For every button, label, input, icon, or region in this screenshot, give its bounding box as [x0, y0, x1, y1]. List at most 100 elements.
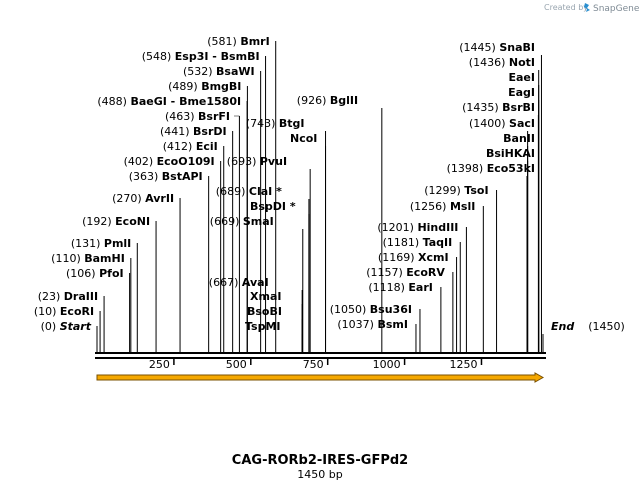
site-position: (463) [165, 110, 198, 123]
site-right-8-tsoi: (1299) TsoI [424, 184, 488, 197]
site-label-bglii: (926) BglII [297, 94, 358, 107]
site-label-tspmi: TspMI [245, 320, 281, 333]
site-name: SacI [509, 117, 535, 130]
site-position: (363) [129, 170, 162, 183]
site-label-ncoi: NcoI [290, 132, 317, 145]
tick-label-1250: 1250 [449, 358, 477, 371]
site-left-9-ecoo109i: (402) EcoO109I [124, 155, 215, 168]
site-name: BsaWI [216, 65, 255, 78]
site-name: XmaI [250, 290, 281, 303]
site-label-bsrbi: (1435) BsrBI [462, 101, 535, 114]
site-position: (1445) [459, 41, 499, 54]
site-label-bsrfi: (463) BsrFI [165, 110, 230, 123]
site-left-5-pmli: (131) PmlI [71, 237, 131, 250]
site-position: (441) [160, 125, 193, 138]
site-label-banii: BanII [503, 132, 535, 145]
site-label-pmli: (131) PmlI [71, 237, 131, 250]
feature-arrow [96, 372, 545, 383]
snapgene-logo-icon [584, 3, 590, 12]
site-left-11-bsrdi: (441) BsrDI [160, 125, 227, 138]
site-name: AvrII [145, 192, 174, 205]
site-right-2-eari: (1118) EarI [368, 281, 433, 294]
site-name: Bsu36I [370, 303, 412, 316]
site-label-draiii: (23) DraIII [38, 290, 98, 303]
site-position: (488) [97, 95, 130, 108]
site-mid-3-tspmi: TspMI [245, 320, 281, 333]
site-position: (926) [297, 94, 330, 107]
site-name: BglII [330, 94, 358, 107]
site-name: BsiHKAI [486, 147, 535, 160]
site-name: BstAPI [162, 170, 203, 183]
site-left-7-avrii: (270) AvrII [112, 192, 174, 205]
site-right-3-ecorv: (1157) EcoRV [366, 266, 445, 279]
site-position: (1398) [447, 162, 487, 175]
site-name: NotI [509, 56, 535, 69]
site-name: PvuI [260, 155, 287, 168]
site-name: TsoI [464, 184, 488, 197]
site-name: SnaBI [499, 41, 535, 54]
site-label-bsmi: (1037) BsmI [337, 318, 408, 331]
site-position: (548) [142, 50, 175, 63]
site-position: (412) [163, 140, 196, 153]
site-label-eagi: EagI [508, 86, 535, 99]
site-label-xmai: XmaI [250, 290, 281, 303]
site-position: (1037) [337, 318, 377, 331]
site-left-4-bamhi: (110) BamHI [51, 252, 125, 265]
site-label-eco53ki: (1398) Eco53kI [447, 162, 535, 175]
site-mid-2-bsobi: BsoBI [247, 305, 282, 318]
site-left-16-esp3i-bsmbi: (548) Esp3I - BsmBI [142, 50, 260, 63]
site-position: (1118) [368, 281, 408, 294]
site-name: HindIII [417, 221, 458, 234]
site-label-smai: (669) SmaI [210, 215, 274, 228]
site-right-6-hindiii: (1201) HindIII [377, 221, 458, 234]
site-label-bamhi: (110) BamHI [51, 252, 125, 265]
site-right-17-snabi: (1445) SnaBI [459, 41, 535, 54]
site-label-ecoo109i: (402) EcoO109I [124, 155, 215, 168]
site-name: PfoI [99, 267, 124, 280]
site-left-0-start: (0) Start [41, 320, 92, 333]
site-position: (743) [246, 117, 279, 130]
site-name: EciI [196, 140, 218, 153]
site-position: (1400) [469, 117, 509, 130]
site-mid-6-clai: (689) ClaI * [216, 185, 282, 198]
site-left-15-bsawi: (532) BsaWI [183, 65, 255, 78]
site-label-bmri: (581) BmrI [207, 35, 269, 48]
site-label-bsawi: (532) BsaWI [183, 65, 255, 78]
site-position: (10) [34, 305, 60, 318]
tick-label-1000: 1000 [373, 358, 401, 371]
tick-label-250: 250 [149, 358, 170, 371]
site-position: (23) [38, 290, 64, 303]
site-right-16-noti: (1436) NotI [469, 56, 535, 69]
site-position: (532) [183, 65, 216, 78]
site-name: BsrDI [193, 125, 227, 138]
site-label-saci: (1400) SacI [469, 117, 535, 130]
site-position: (669) [210, 215, 243, 228]
site-label-bsobi: BsoBI [247, 305, 282, 318]
site-right-4-xcmi: (1169) XcmI [378, 251, 449, 264]
site-mid-9-btgi: (743) BtgI [246, 117, 305, 130]
site-name: End [551, 320, 574, 333]
site-label-bsrdi: (441) BsrDI [160, 125, 227, 138]
site-label-btgi: (743) BtgI [246, 117, 305, 130]
site-lines [96, 41, 544, 352]
site-label-noti: (1436) NotI [469, 56, 535, 69]
site-position: (1050) [330, 303, 370, 316]
site-label-msli: (1256) MslI [410, 200, 475, 213]
site-position: (1435) [462, 101, 502, 114]
site-name: EarI [408, 281, 432, 294]
tick-label-500: 500 [226, 358, 247, 371]
site-name: DraIII [64, 290, 98, 303]
site-name: MslI [450, 200, 475, 213]
site-name: SmaI [243, 215, 274, 228]
site-label-bspdi: BspDI * [250, 200, 296, 213]
site-position: (106) [66, 267, 99, 280]
site-mid-8-ncoi: NcoI [290, 132, 317, 145]
site-left-12-bsrfi: (463) BsrFI [165, 110, 230, 123]
site-label-snabi: (1445) SnaBI [459, 41, 535, 54]
site-position: (667) [209, 276, 242, 289]
site-name: BamHI [84, 252, 125, 265]
site-label-tsoi: (1299) TsoI [424, 184, 488, 197]
tick-label-750: 750 [303, 358, 324, 371]
site-label-baegi-bme1580i: (488) BaeGI - Bme1580I [97, 95, 241, 108]
